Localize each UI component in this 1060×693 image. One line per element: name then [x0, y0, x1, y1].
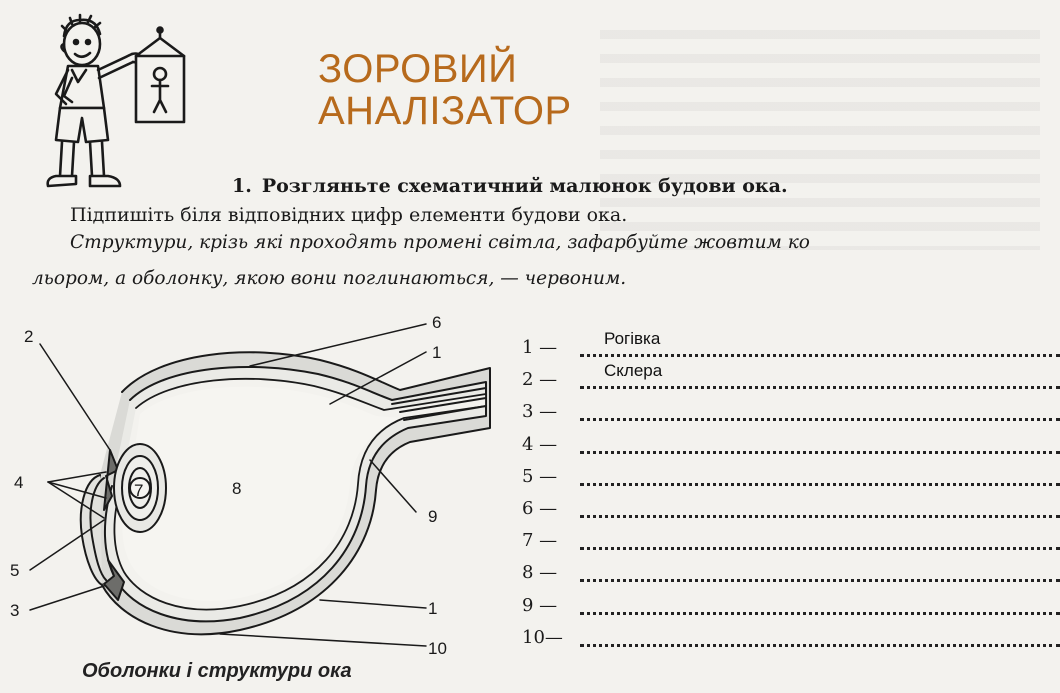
task-instruction-italic-1: Структури, крізь які проходять промені с… — [70, 232, 810, 253]
answer-field[interactable] — [580, 418, 1060, 422]
task-number: 1. — [232, 175, 252, 197]
answer-number: 9 — — [522, 594, 558, 616]
answer-row: 9 — — [522, 595, 1060, 627]
answer-field[interactable] — [580, 547, 1060, 551]
answer-row: 6 — — [522, 498, 1060, 530]
answer-field[interactable] — [580, 450, 1060, 454]
diagram-label-2: 2 — [24, 327, 33, 346]
diagram-label-9: 9 — [428, 507, 437, 526]
task-heading: 1. Розгляньте схематичний малюнок будови … — [232, 175, 788, 197]
answer-field[interactable] — [580, 611, 1060, 615]
answer-list: 1 — Рогівка 2 — Склера 3 — 4 — 5 — 6 — 7 — 8 — 9 —… — [522, 329, 1060, 659]
answer-row: 8 — — [522, 562, 1060, 594]
bleed-through-texture — [600, 30, 1040, 250]
answer-field[interactable] — [580, 386, 1060, 390]
answer-number: 6 — — [522, 497, 558, 519]
task-instruction: Підпишіть біля відповідних цифр елементи… — [70, 204, 628, 226]
answer-row: 1 — Рогівка — [522, 329, 1060, 369]
section-title-line2: АНАЛІЗАТОР — [318, 89, 572, 133]
task-instruction-italic-2: льором, а оболонку, якою вони поглинають… — [32, 268, 627, 289]
answer-number: 7 — — [522, 530, 558, 552]
answer-number: 2 — — [522, 369, 558, 391]
answer-row: 4 — — [522, 434, 1060, 466]
answer-number: 4 — — [522, 433, 558, 455]
diagram-label-1-top: 1 — [432, 343, 441, 362]
task-heading-text: Розгляньте схематичний малюнок будови ок… — [261, 175, 788, 197]
diagram-caption: Оболонки і структури ока — [82, 660, 352, 682]
answer-row: 7 — — [522, 530, 1060, 562]
diagram-label-1-bottom: 1 — [428, 599, 437, 618]
answer-number: 8 — — [522, 562, 558, 584]
diagram-label-3: 3 — [10, 601, 19, 620]
answer-number: 3 — — [522, 401, 558, 423]
answer-field[interactable] — [580, 643, 1060, 647]
answer-value: Рогівка — [604, 329, 661, 348]
answer-number: 10— — [522, 626, 563, 648]
answer-row: 2 — Склера — [522, 361, 1060, 401]
boy-illustration — [46, 13, 186, 188]
diagram-label-5: 5 — [10, 561, 19, 580]
answer-row: 10— — [522, 627, 1060, 659]
answer-number: 5 — — [522, 465, 558, 487]
answer-field[interactable] — [580, 482, 1060, 486]
diagram-label-7: 7 — [134, 481, 143, 500]
section-title: ЗОРОВИЙ АНАЛІЗАТОР — [318, 48, 572, 132]
answer-number: 1 — — [522, 337, 558, 358]
answer-row: 3 — — [522, 401, 1060, 433]
diagram-label-8: 8 — [232, 479, 241, 498]
answer-value: Склера — [604, 361, 663, 381]
answer-field[interactable] — [580, 579, 1060, 583]
answer-field[interactable] — [580, 354, 1060, 357]
diagram-label-4: 4 — [14, 473, 23, 492]
answer-row: 5 — — [522, 466, 1060, 498]
answer-field[interactable] — [580, 514, 1060, 518]
diagram-label-6: 6 — [432, 313, 441, 332]
section-title-line1: ЗОРОВИЙ — [318, 47, 518, 91]
eye-diagram: 2 6 1 4 7 8 9 5 3 1 10 — [10, 313, 491, 658]
diagram-label-10: 10 — [428, 639, 447, 658]
